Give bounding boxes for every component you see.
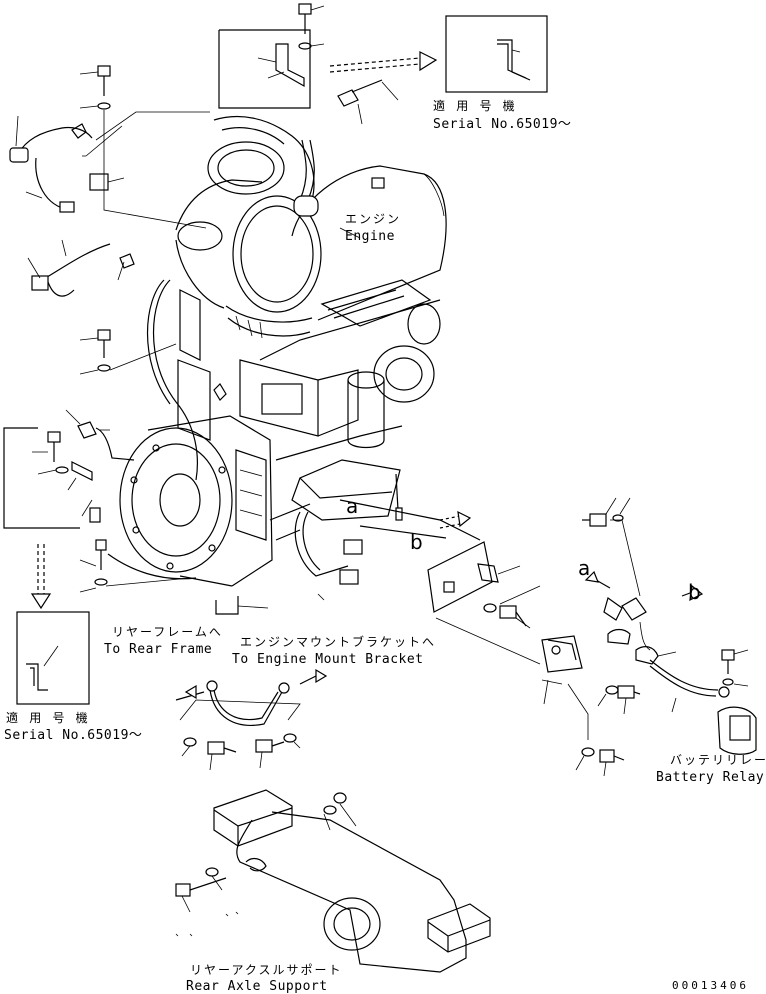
battery-relay-en: Battery Relay xyxy=(656,770,765,785)
engine-label-jp: エンジン xyxy=(345,212,402,226)
ground-strap xyxy=(175,668,328,771)
engine-mount-jp: エンジンマウントブラケットへ xyxy=(240,635,437,649)
serial-left-jp: 適 用 号 機 xyxy=(6,711,90,725)
rear-axle-en: Rear Axle Support xyxy=(186,979,328,994)
rear-axle-jp: リヤーアクスルサポート xyxy=(190,963,343,977)
serial-top-jp: 適 用 号 機 xyxy=(433,99,517,113)
engine-body xyxy=(119,115,447,615)
rear-frame-en: To Rear Frame xyxy=(104,642,213,657)
ref-a-center: a xyxy=(346,494,359,518)
rear-axle-support xyxy=(175,789,491,973)
left-mid-harness xyxy=(27,239,177,375)
ref-a-right: a xyxy=(578,556,591,580)
center-bracket-assembly xyxy=(339,497,757,777)
leader-lines xyxy=(317,227,361,601)
left-upper-harness xyxy=(9,65,210,229)
engine-label-en: Engine xyxy=(345,229,395,244)
drawing-number: 00013406 xyxy=(672,979,749,992)
ref-b-center: b xyxy=(410,530,423,554)
serial-top-en: Serial No.65019～ xyxy=(433,117,572,132)
left-detail-box xyxy=(3,409,197,705)
serial-left-en: Serial No.65019～ xyxy=(4,728,143,743)
ref-b-right: b xyxy=(688,580,701,604)
battery-relay-jp: バッテリリレー xyxy=(670,753,766,767)
engine-mount-en: To Engine Mount Bracket xyxy=(232,652,424,667)
rear-frame-jp: リヤーフレームへ xyxy=(112,625,223,639)
top-detail-box xyxy=(218,3,548,125)
